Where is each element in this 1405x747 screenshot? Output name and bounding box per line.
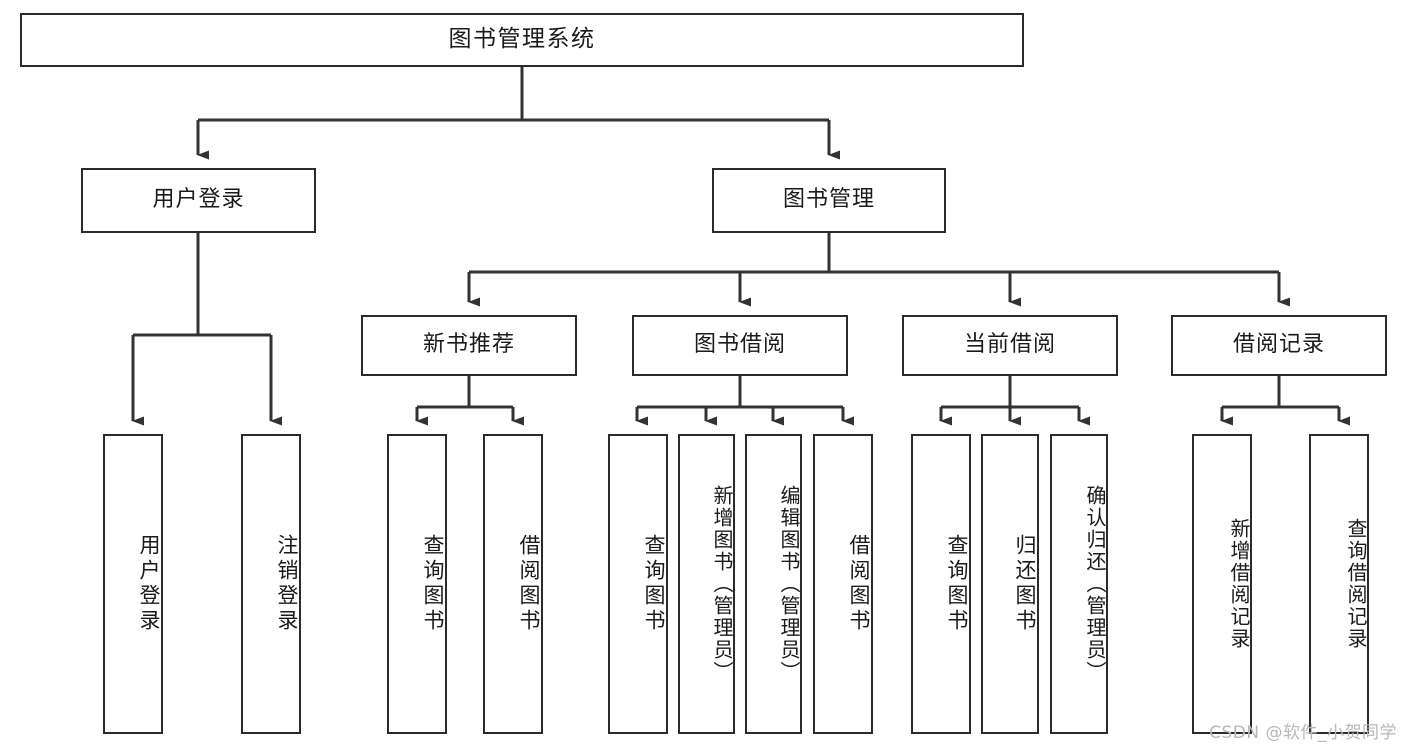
leaf-recommend-query-book[interactable]: 查询图书 bbox=[387, 434, 447, 734]
node-book-management[interactable]: 图书管理 bbox=[712, 168, 946, 233]
node-new-book-recommend[interactable]: 新书推荐 bbox=[361, 315, 577, 376]
watermark-text: CSDN @软件_小贺同学 bbox=[1209, 723, 1397, 743]
leaf-user-login-signin[interactable]: 用户登录 bbox=[103, 434, 163, 734]
leaf-borrow-add-book-admin[interactable]: 新增图书（管理员） bbox=[678, 434, 735, 734]
leaf-borrow-edit-book-admin[interactable]: 编辑图书（管理员） bbox=[745, 434, 802, 734]
leaf-recommend-borrow-book[interactable]: 借阅图书 bbox=[483, 434, 543, 734]
leaf-record-add-record[interactable]: 新增借阅记录 bbox=[1192, 434, 1252, 734]
node-root-system[interactable]: 图书管理系统 bbox=[20, 13, 1024, 67]
leaf-current-return-book[interactable]: 归还图书 bbox=[981, 434, 1039, 734]
leaf-user-login-signout[interactable]: 注销登录 bbox=[241, 434, 301, 734]
leaf-current-confirm-return-admin[interactable]: 确认归还（管理员） bbox=[1050, 434, 1108, 734]
leaf-borrow-borrow-book[interactable]: 借阅图书 bbox=[813, 434, 873, 734]
leaf-current-query-book[interactable]: 查询图书 bbox=[911, 434, 971, 734]
node-user-login[interactable]: 用户登录 bbox=[81, 168, 316, 233]
node-borrow-record[interactable]: 借阅记录 bbox=[1171, 315, 1387, 376]
leaf-borrow-query-book[interactable]: 查询图书 bbox=[608, 434, 668, 734]
leaf-record-query-record[interactable]: 查询借阅记录 bbox=[1309, 434, 1369, 734]
node-current-borrow[interactable]: 当前借阅 bbox=[902, 315, 1118, 376]
node-book-borrow[interactable]: 图书借阅 bbox=[632, 315, 848, 376]
